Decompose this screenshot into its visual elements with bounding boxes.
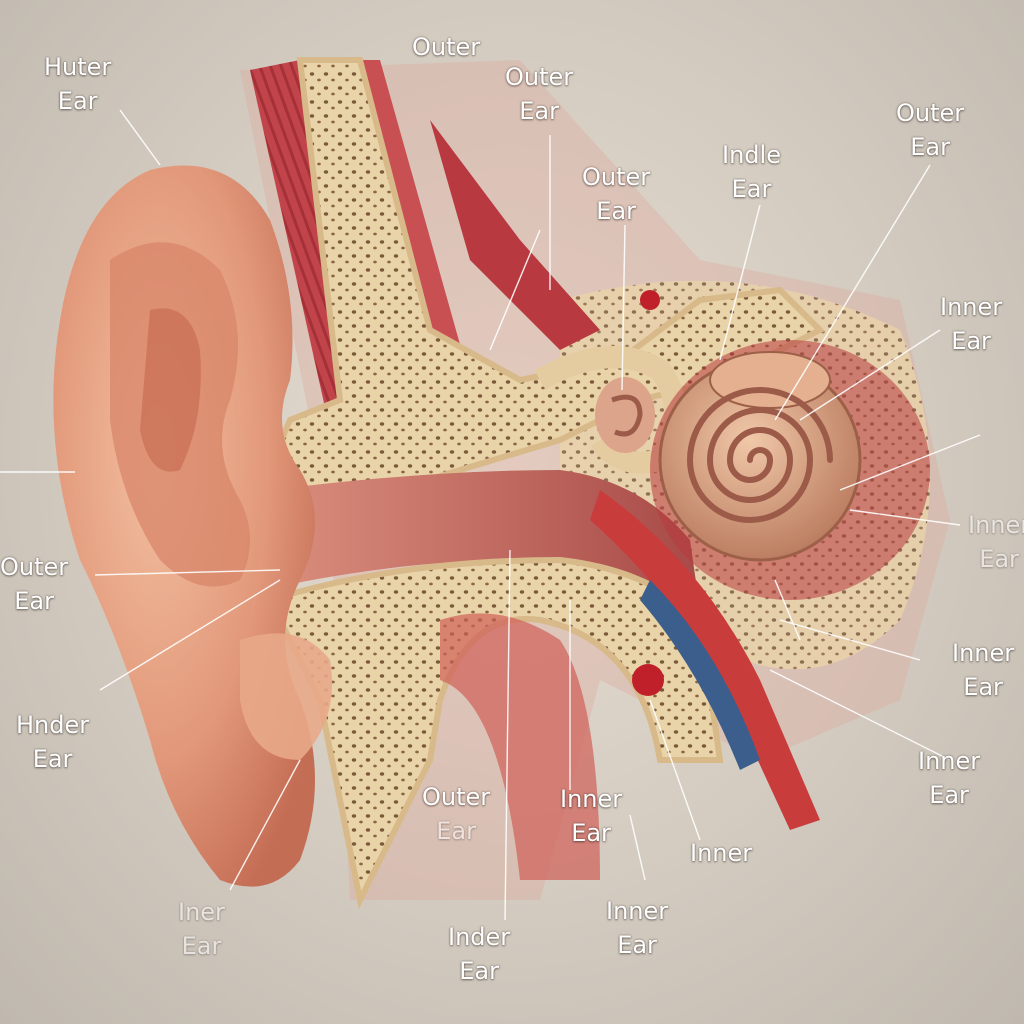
ear-pinna-illustration (53, 165, 332, 887)
blood-vessels (590, 290, 820, 830)
label-inner-bottom: Inner (690, 839, 753, 867)
leader-lines (0, 109, 981, 921)
temporal-bone-lower (265, 556, 724, 910)
label-outer-top: Outer (412, 33, 481, 61)
ear-canal (200, 470, 700, 610)
cochlea-spiral-illustration (650, 340, 930, 600)
